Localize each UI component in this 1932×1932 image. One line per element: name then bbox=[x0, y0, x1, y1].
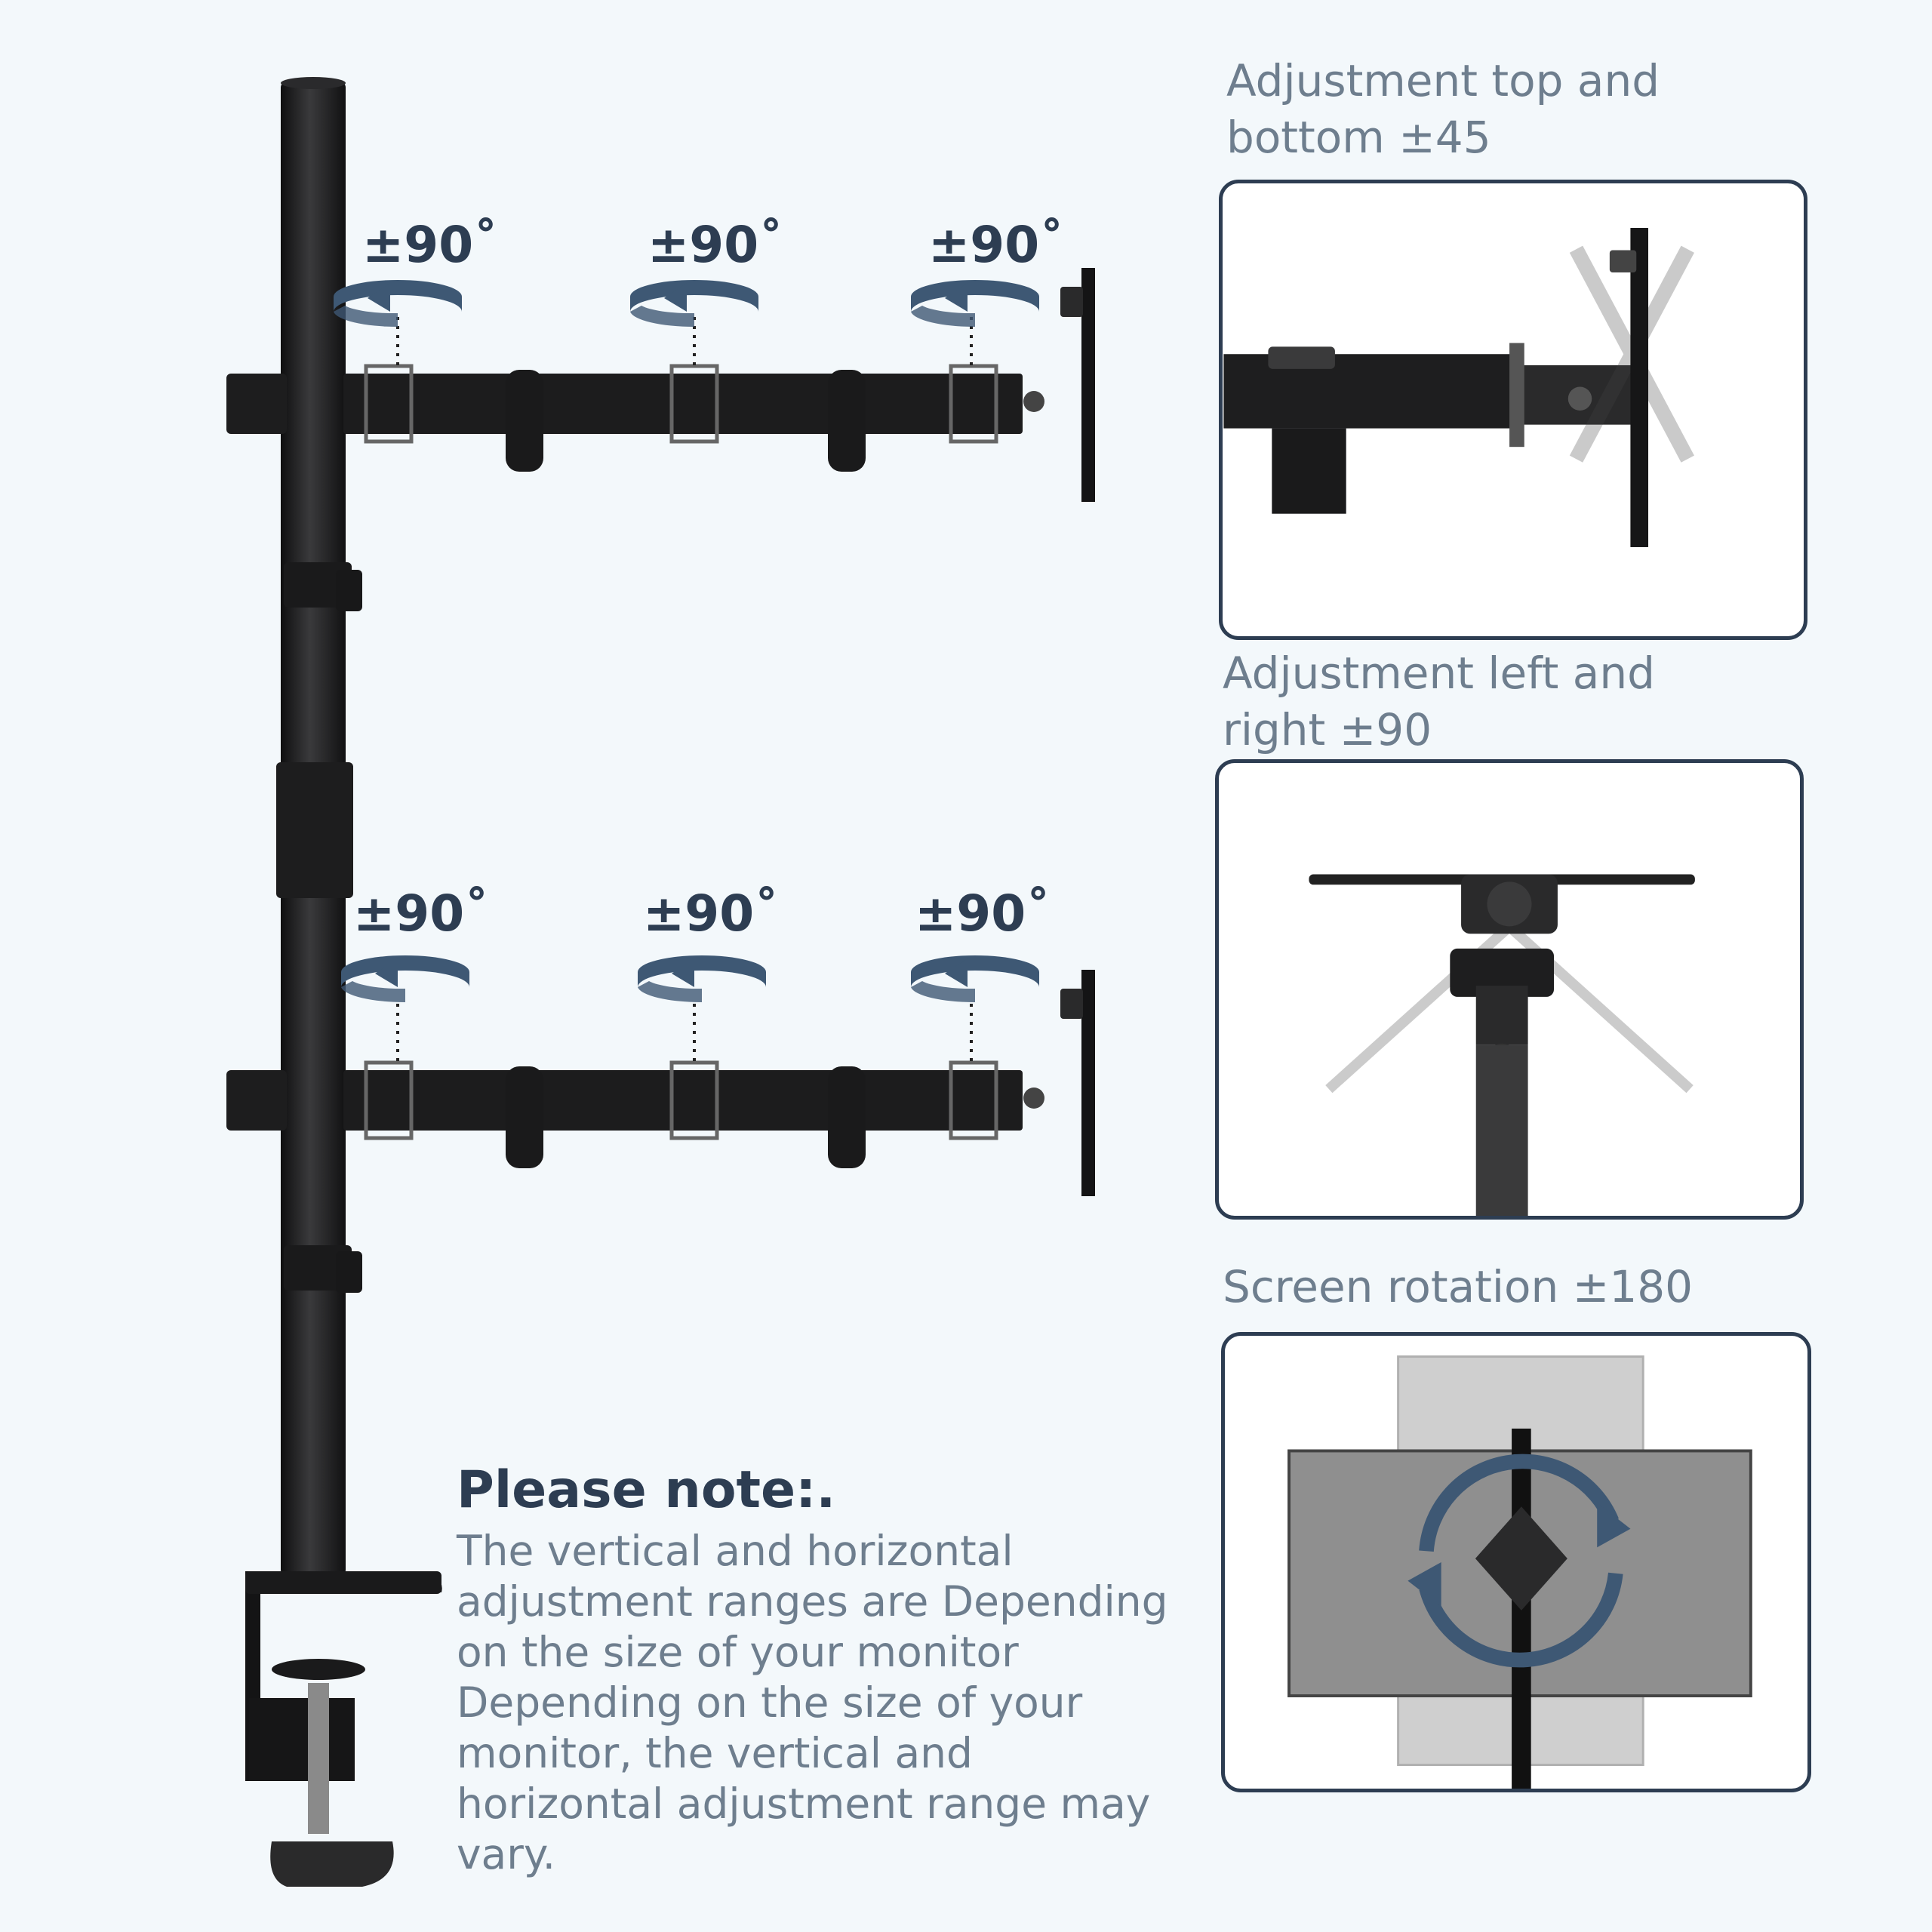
tilt-illustration bbox=[1223, 228, 1694, 547]
rotation-label: ±90˚ bbox=[928, 216, 1065, 274]
rotation-arrow-icon bbox=[334, 280, 462, 328]
lower-arm bbox=[226, 970, 1095, 1196]
tilt-adjustment-panel bbox=[1219, 180, 1807, 640]
rotation-arrow-icon bbox=[341, 955, 469, 1003]
panel-caption-swivel: Adjustment left and right ±90 bbox=[1223, 648, 1655, 755]
joint-connectors bbox=[396, 317, 973, 1063]
panel-caption-rotation: Screen rotation ±180 bbox=[1223, 1261, 1694, 1312]
rotation-arrow-icon bbox=[911, 280, 1039, 328]
rotation-label: ±90˚ bbox=[648, 216, 784, 274]
swivel-illustration bbox=[1309, 874, 1695, 1216]
monitor-arm-illustration bbox=[226, 77, 1095, 1887]
rotate-arrow-icon bbox=[1419, 1454, 1623, 1668]
rotation-label: ±90˚ bbox=[362, 216, 499, 274]
screen-rotation-panel bbox=[1221, 1332, 1811, 1792]
rotation-arrow-icon bbox=[638, 955, 766, 1003]
rotation-label: ±90˚ bbox=[643, 884, 780, 943]
rotation-arrow-icon bbox=[630, 280, 758, 328]
rotation-label: ±90˚ bbox=[915, 884, 1051, 943]
rotation-arrow-icon bbox=[911, 955, 1039, 1003]
desk-clamp bbox=[245, 1571, 442, 1887]
panel-caption-tilt: Adjustment top and bottom ±45 bbox=[1226, 55, 1660, 163]
note-title: Please note:. bbox=[457, 1460, 836, 1520]
swivel-adjustment-panel bbox=[1215, 759, 1804, 1220]
pole bbox=[276, 77, 362, 1576]
rotation-label: ±90˚ bbox=[353, 884, 490, 943]
note-body: The vertical and horizontal adjustment r… bbox=[457, 1527, 1168, 1878]
upper-arm bbox=[226, 268, 1095, 502]
rotation-illustration bbox=[1287, 1355, 1752, 1789]
